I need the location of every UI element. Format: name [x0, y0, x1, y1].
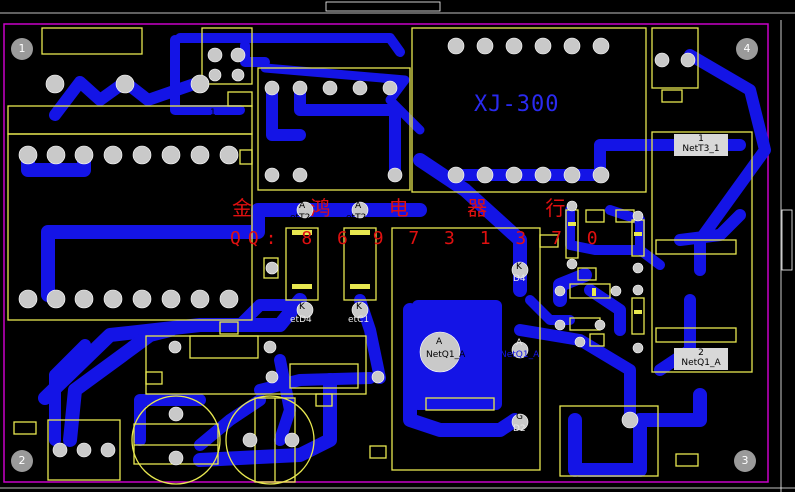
- jp1-pin-1: 1: [210, 108, 216, 118]
- jp1-net-1: JP1: [204, 120, 218, 130]
- relay-pads: [447, 37, 610, 184]
- side-net-d2: D2: [513, 424, 526, 434]
- q1-center-net: NetQ1_A: [426, 350, 466, 360]
- silkscreen: [7, 27, 753, 485]
- q1-right-pin: A: [516, 338, 523, 348]
- side-net-d4: D4: [513, 274, 526, 284]
- board-outline: [3, 23, 769, 483]
- t3-pin: 1: [698, 134, 704, 144]
- board-title: XJ-300: [474, 92, 560, 117]
- q1-center-pin: A: [436, 337, 443, 347]
- d4-pin-k: K: [299, 302, 305, 312]
- corner-marker-4: 4: [736, 38, 758, 60]
- c1-net: etC1: [348, 315, 370, 325]
- corner-marker-1: 1: [11, 38, 33, 60]
- copper-traces: [21, 33, 771, 477]
- watermark-chinese: 金 鸿 电 器 行: [232, 196, 592, 220]
- t2-net-left: etT2: [290, 213, 311, 223]
- t3-net: NetT3_1: [682, 144, 720, 154]
- ruler-tab: [325, 1, 441, 12]
- net-tag-q1: 2 NetQ1_A: [674, 348, 728, 370]
- q1-right-net: NetQ1_A: [500, 350, 540, 360]
- q1-net: NetQ1_A: [681, 358, 721, 368]
- header-pads-bottom: [18, 289, 239, 309]
- watermark-qq: QQ: 8 6 9 7 3 1 3 7 0: [230, 228, 605, 249]
- d4-net: etD4: [290, 315, 312, 325]
- t2-net-right: etT2: [346, 213, 367, 223]
- side-pin-k: K: [516, 262, 522, 272]
- net-tag-t3: 1 NetT3_1: [674, 134, 728, 156]
- corner-marker-2: 2: [11, 450, 33, 472]
- ruler-right-tab: [781, 209, 793, 271]
- c1-pin-k: K: [356, 302, 362, 312]
- t2-pin-a-right: A: [355, 201, 362, 211]
- corner-marker-3: 3: [734, 450, 756, 472]
- component-pads: [18, 37, 696, 466]
- side-pin-g: G: [516, 412, 523, 422]
- jp1-pin-4: 4: [34, 108, 40, 118]
- t2-pin-a-left: A: [299, 201, 306, 211]
- q1-pin: 2: [698, 348, 704, 358]
- jp1-net-2: NetJP1: [106, 120, 136, 130]
- jp1-pin-2: 2: [120, 108, 126, 118]
- header-pads-top: [18, 145, 239, 165]
- jp1-net-4: JP1: [30, 120, 44, 130]
